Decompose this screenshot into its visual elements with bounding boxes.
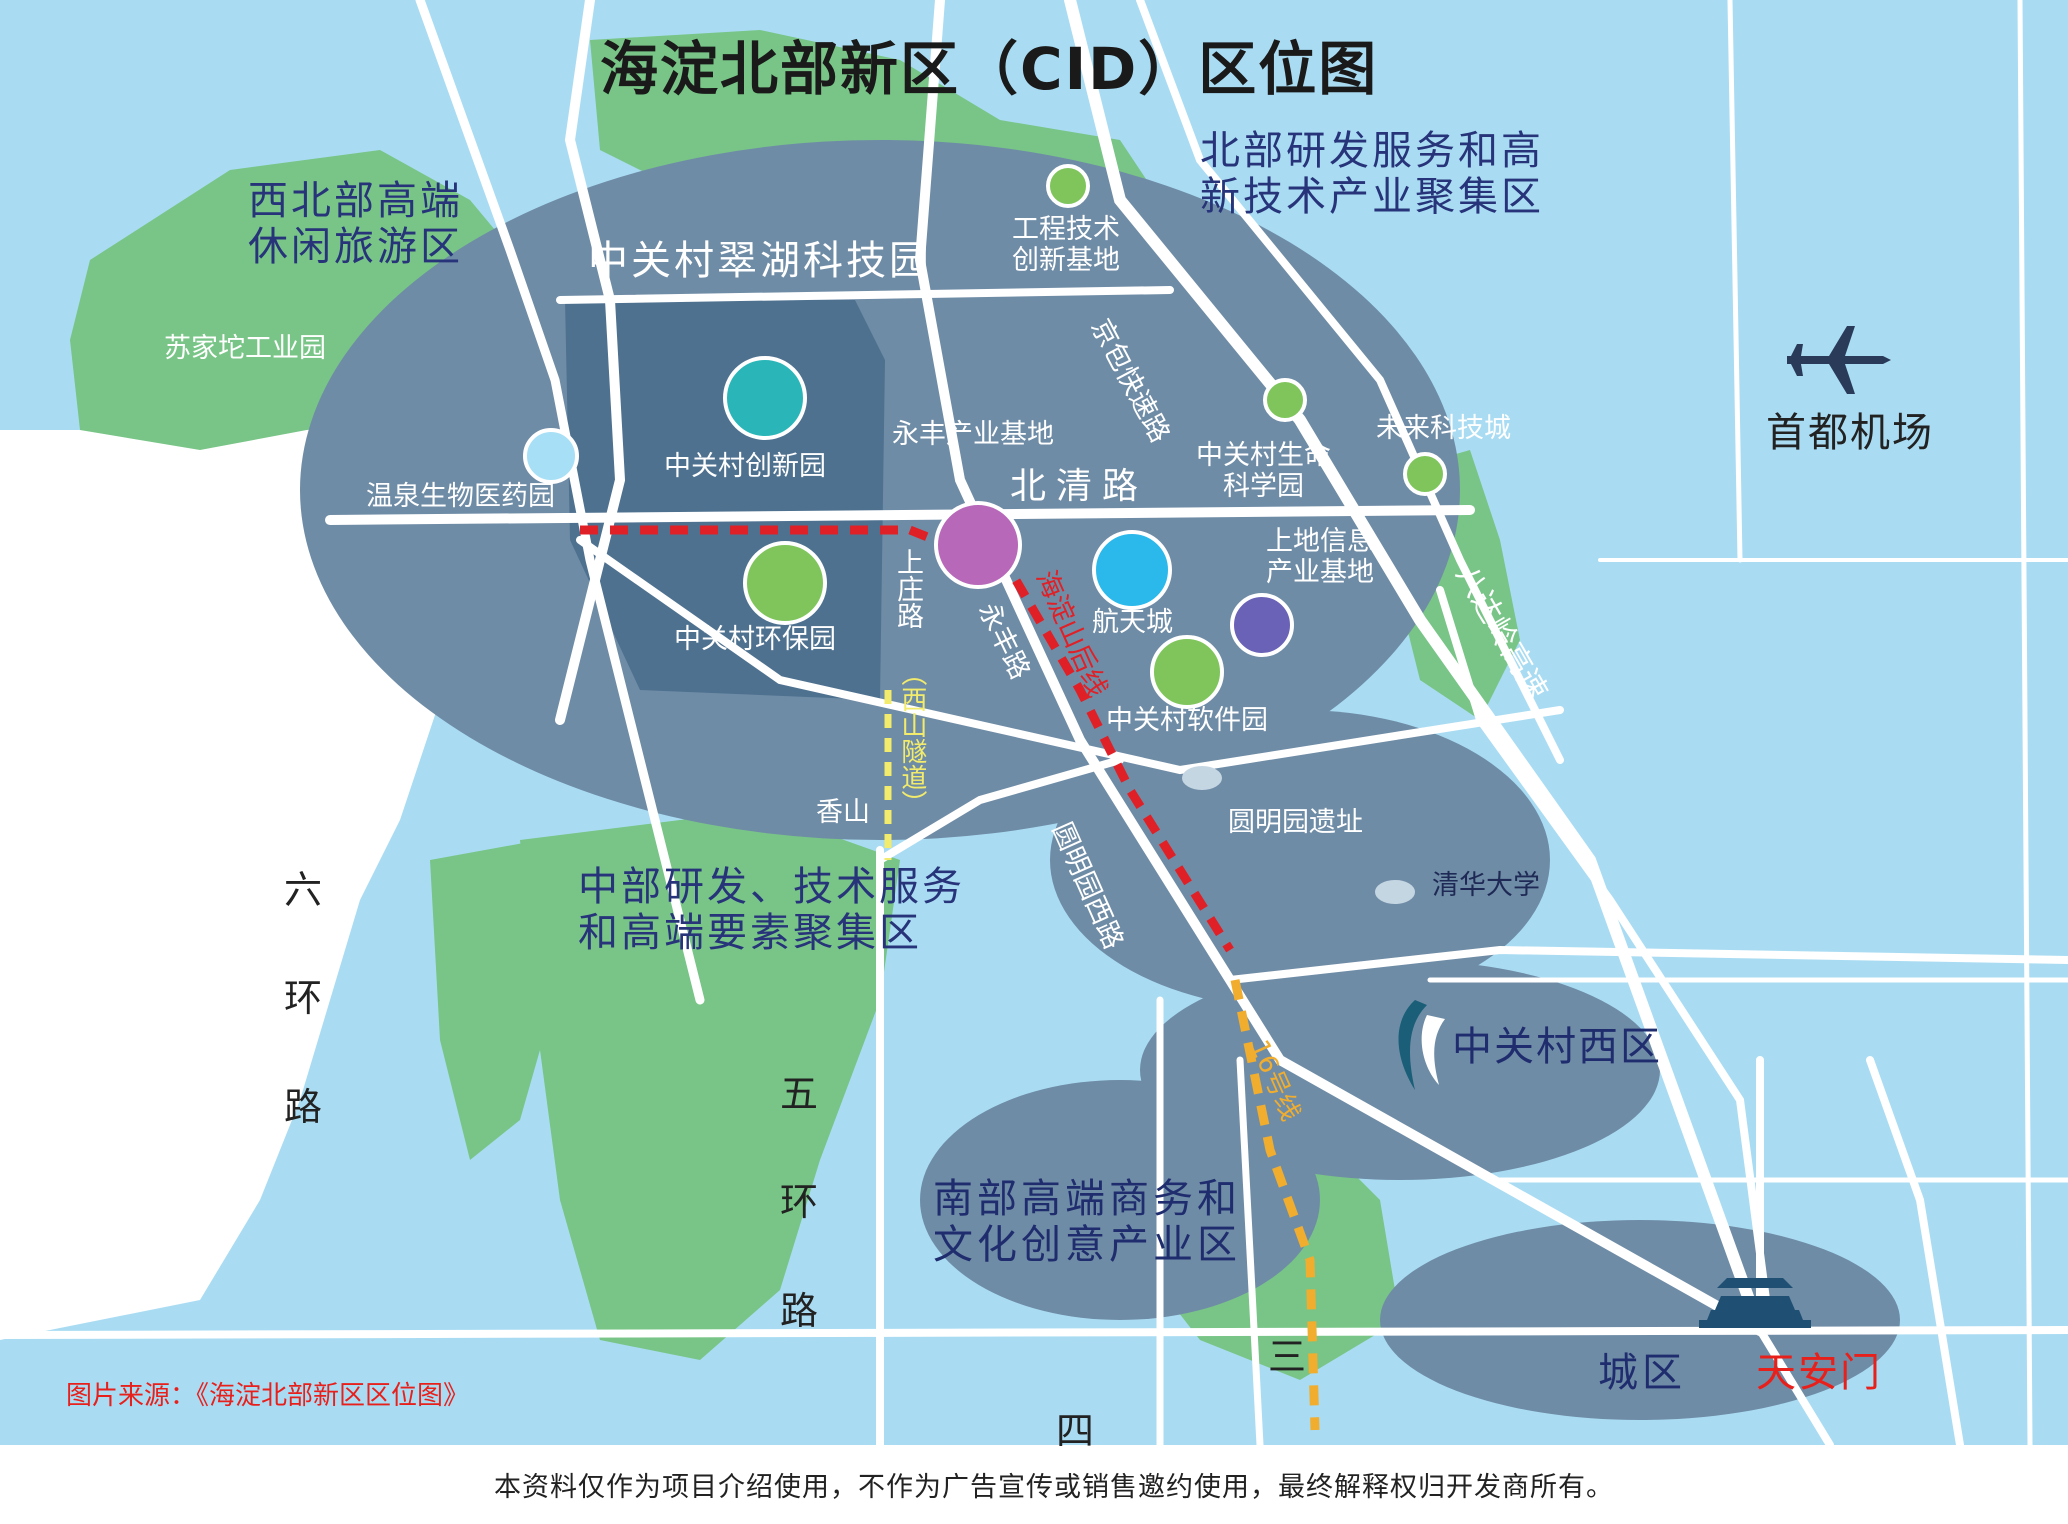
road-mid-horizontal xyxy=(576,536,1564,775)
park-yongfeng-base-label: 永丰产业基地 xyxy=(892,419,1054,450)
park-software-label: 中关村软件园 xyxy=(1106,705,1268,736)
park-eco-label: 中关村环保园 xyxy=(674,624,836,655)
left-land xyxy=(0,430,440,1340)
city-zone xyxy=(1380,1220,1900,1420)
road-north-horizontal xyxy=(556,286,1174,304)
airport-label: 首都机场 xyxy=(1766,410,1934,456)
city-label: 城区 xyxy=(1598,1350,1686,1396)
green-southwest xyxy=(430,840,560,1160)
marker-shangdi xyxy=(1230,593,1294,657)
zone-north-label: 北部研发服务和高 新技术产业聚集区 xyxy=(1200,128,1544,220)
marker-innovation xyxy=(723,356,807,440)
map-title: 海淀北部新区（CID）区位图 xyxy=(600,35,1379,103)
image-source-label: 图片来源：《海淀北部新区区位图》 xyxy=(66,1381,470,1411)
park-sujiatuo-label: 苏家坨工业园 xyxy=(164,333,326,364)
road-third-ring-v xyxy=(1236,1056,1264,1449)
park-yuanmingyuan-label: 圆明园遗址 xyxy=(1228,807,1363,838)
park-innovation-label: 中关村创新园 xyxy=(664,451,826,482)
rail-shanhou-line xyxy=(580,525,1234,953)
park-xiangshan-label: 香山 xyxy=(816,797,870,828)
road-jingbao xyxy=(1064,0,1766,1336)
road-airport-west xyxy=(1727,0,1743,563)
road-northwest xyxy=(415,0,705,1005)
road-diagonal-main xyxy=(914,0,1765,1335)
rail-line-16 xyxy=(1230,979,1320,1431)
road-badaling xyxy=(1136,0,1564,764)
green-south xyxy=(520,810,900,1360)
ring6-label: 六 环 路 xyxy=(284,868,323,1129)
road-beiqing xyxy=(325,505,1475,525)
zone-south-label: 南部高端商务和 文化创意产业区 xyxy=(933,1176,1241,1268)
road-airport-east xyxy=(2017,0,2033,1448)
bottom-band xyxy=(0,1445,2068,1524)
road-network xyxy=(0,0,2068,1449)
zgc-west-logo-icon xyxy=(1398,1000,1445,1090)
airplane-icon xyxy=(1787,326,1891,394)
tiananmen-label: 天安门 xyxy=(1756,1350,1882,1396)
park-shangdi-label: 上地信息 产业基地 xyxy=(1266,526,1374,589)
zone-central-label: 中部研发、技术服务 和高端要素聚集区 xyxy=(578,864,965,956)
road-north-fourth xyxy=(1226,945,2068,984)
ring4-label: 四 xyxy=(1056,1409,1095,1453)
park-engineering-label: 工程技术 创新基地 xyxy=(1012,214,1120,277)
park-cuihu-label: 中关村翠湖科技园 xyxy=(588,238,932,284)
marker-life-science xyxy=(1263,378,1307,422)
park-hot-spring-label: 温泉生物医药园 xyxy=(366,481,555,512)
road-east-3 xyxy=(1866,1056,1964,1449)
spot-tsinghua xyxy=(1375,880,1415,904)
marker-future-city xyxy=(1403,452,1447,496)
disclaimer-text: 本资料仅作为项目介绍使用，不作为广告宣传或销售邀约使用，最终解释权归开发商所有。 xyxy=(494,1472,1614,1503)
road-beiqing-label: 北清路 xyxy=(1010,466,1149,507)
road-xishan-tunnel-label: （西山隧道） xyxy=(896,660,927,816)
park-future-city-label: 未来科技城 xyxy=(1376,413,1511,444)
zone-northwest-label: 西北部高端 休闲旅游区 xyxy=(248,178,463,270)
spot-yuanmingyuan xyxy=(1182,766,1222,790)
park-aerospace-label: 航天城 xyxy=(1092,607,1173,638)
park-markers xyxy=(523,164,1447,709)
park-life-science-label: 中关村生命 科学园 xyxy=(1196,440,1331,503)
road-east xyxy=(1436,586,1774,1334)
park-zgc-west-label: 中关村西区 xyxy=(1452,1024,1662,1070)
marker-eco xyxy=(743,541,827,625)
road-xiangshan xyxy=(876,756,1124,864)
ring5-label: 五 环 路 xyxy=(780,1072,819,1333)
south-zone xyxy=(920,1080,1320,1320)
marker-engineering xyxy=(1046,164,1090,208)
ring3-label: 三 xyxy=(1268,1335,1307,1379)
road-south-horizontal xyxy=(0,1326,2068,1339)
tiananmen-icon xyxy=(1699,1278,1811,1328)
marker-software xyxy=(1150,635,1224,709)
park-tsinghua-label: 清华大学 xyxy=(1432,870,1540,901)
marker-yongfeng-hub xyxy=(934,501,1022,589)
road-shangzhuang-label: 上庄路 xyxy=(892,548,924,629)
marker-aerospace xyxy=(1092,530,1172,610)
marker-hot-spring xyxy=(523,428,579,484)
